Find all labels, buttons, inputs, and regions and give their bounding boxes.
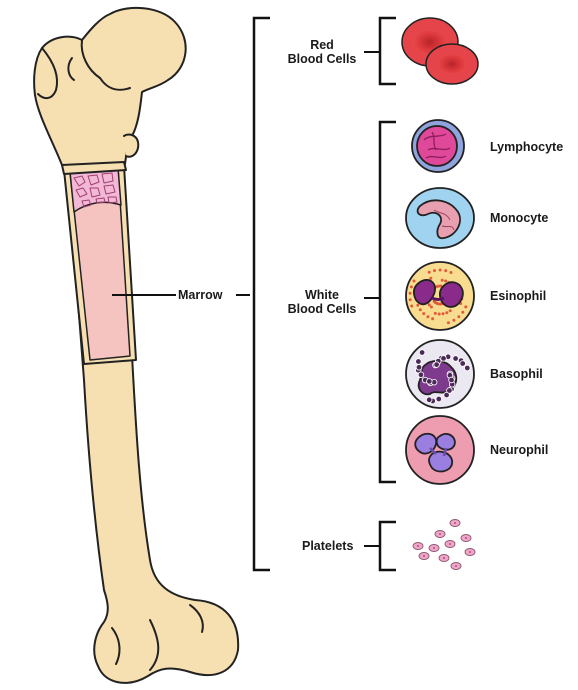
lymphocyte-label: Lymphocyte (490, 140, 564, 154)
eosinophil-granule (426, 315, 430, 319)
platelet-granule (443, 557, 445, 559)
eosinophil-granule (427, 270, 431, 274)
basophil-granule (426, 378, 433, 385)
eosinophil-granule (449, 271, 453, 274)
platelet-granule (465, 537, 467, 539)
basophil-granule (459, 360, 466, 367)
eosinophil-granule (412, 279, 416, 283)
basophil-granule (433, 361, 440, 368)
platelets-bracket (378, 520, 396, 572)
eosinophil-icon (405, 261, 475, 331)
monocyte-label: Monocyte (490, 211, 549, 225)
wbc-bracket (378, 120, 396, 484)
platelet-granule (449, 543, 451, 545)
platelet-granule (455, 565, 457, 567)
basophil-granule (426, 396, 433, 403)
eosinophil-granule (440, 278, 444, 282)
basophil-granule (435, 395, 442, 403)
lymphocyte-icon (411, 119, 465, 173)
basophil-granule (464, 364, 471, 372)
eosinophil-granule (446, 321, 450, 325)
eosinophil-granule (422, 312, 426, 316)
eosinophil-granule (464, 305, 468, 309)
neurophil-label: Neurophil (490, 443, 549, 457)
eosinophil-granule (427, 303, 431, 307)
basophil-label: Basophil (490, 367, 543, 381)
marrow-label: Marrow (178, 288, 223, 302)
marrow-cavity (61, 161, 137, 365)
basophil-granule (418, 349, 426, 356)
platelets-icon (412, 519, 476, 570)
eosinophil-granule (409, 285, 413, 289)
main-bracket (252, 16, 270, 572)
basophil-granule (452, 355, 459, 362)
eosinophil-granule (461, 310, 465, 314)
basophil-icon (405, 339, 475, 409)
red-blood-cells-label: Red Blood Cells (286, 38, 358, 66)
basophil-granule (415, 358, 422, 365)
basophil-granule (415, 364, 423, 371)
red-blood-cells-label-line1: Red (310, 38, 334, 52)
platelets-label: Platelets (302, 539, 354, 553)
platelet-granule (417, 545, 419, 547)
eosinophil-granule (429, 305, 433, 309)
eosinophil-granule (437, 312, 441, 316)
eosinophil-granule (445, 311, 449, 315)
eosinophil-granule (408, 298, 412, 302)
eosinophil-granule (418, 308, 422, 312)
basophil-granule (446, 387, 453, 394)
eosinophil-granule (444, 269, 448, 273)
eosinophil-granule (438, 268, 442, 272)
basophil-granule (443, 391, 450, 399)
eosinophil-granule (441, 312, 445, 316)
platelet-granule (433, 547, 435, 549)
eosinophil-granule (433, 269, 436, 273)
eosinophil-granule (431, 317, 435, 321)
white-blood-cells-label: White Blood Cells (282, 288, 362, 316)
rbc-bracket (378, 16, 396, 86)
platelet-granule (439, 533, 441, 535)
basophil-granule (440, 355, 447, 362)
platelet-granule (423, 555, 425, 557)
red-blood-cells-label-line2: Blood Cells (287, 52, 357, 66)
basophil-granule (448, 376, 455, 384)
eosinophil-granule (457, 315, 461, 319)
eosinophil-granule (444, 279, 448, 283)
eosinophil-granule (429, 276, 433, 280)
eosinophil-granule (448, 309, 452, 313)
neutrophil-icon (405, 415, 475, 485)
basophil-granule (417, 371, 425, 378)
eosinophil-granule (410, 304, 414, 308)
eosinophil-granule (416, 303, 420, 307)
monocyte-icon (405, 187, 475, 249)
esinophil-label: Esinophil (490, 289, 547, 303)
platelet-granule (469, 551, 471, 553)
femur-bone (33, 6, 240, 684)
eosinophil-granule (433, 311, 437, 315)
platelet-granule (454, 522, 456, 524)
eosinophil-granule (408, 291, 412, 295)
red-blood-cell-icon (401, 17, 479, 85)
white-blood-cells-label-line2: Blood Cells (287, 302, 357, 316)
eosinophil-granule (452, 318, 456, 322)
white-blood-cells-label-line1: White (304, 288, 340, 302)
